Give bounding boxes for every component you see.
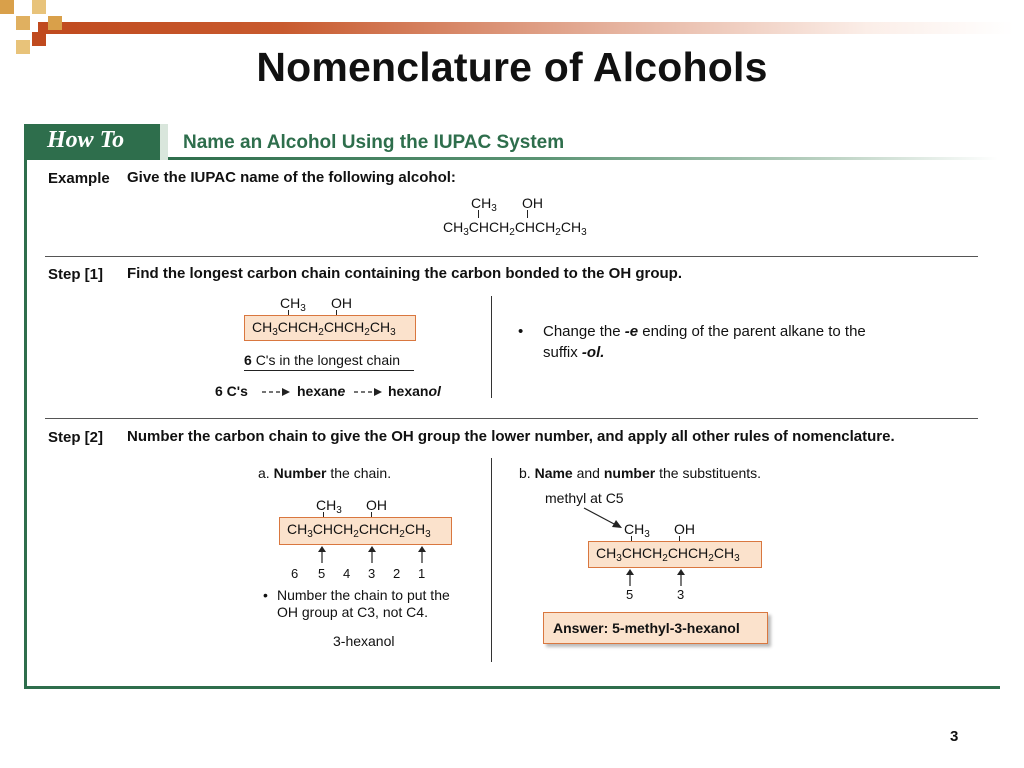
slide-title: Nomenclature of Alcohols xyxy=(256,44,768,90)
chain-number: 3 xyxy=(368,566,376,581)
chain-number: 6 xyxy=(291,566,299,581)
flow-mid: hexane xyxy=(297,383,346,399)
step2a-bullet-line1: Number the chain to put the xyxy=(277,587,450,603)
decoration-square xyxy=(0,0,14,14)
example-label: Example xyxy=(48,170,110,187)
chain-number: 3 xyxy=(677,587,685,602)
molecule-formula: CH3CHCH2CHCH2CH3 xyxy=(443,219,587,238)
arrow-up-icon xyxy=(418,546,426,563)
page-number: 3 xyxy=(950,728,959,745)
header-rule xyxy=(168,157,998,160)
bond-line xyxy=(371,512,372,520)
dashed-arrow-icon xyxy=(354,388,382,396)
answer-box: Answer: 5-methyl-3-hexanol xyxy=(543,612,768,644)
box-bottom-border xyxy=(24,686,1000,689)
box-left-border xyxy=(24,124,27,689)
howto-tab-label: How To xyxy=(47,127,125,153)
chain-number: 2 xyxy=(393,566,401,581)
arrow-up-icon xyxy=(318,546,326,563)
bullet-dot: • xyxy=(263,587,268,603)
decoration-square xyxy=(16,40,30,54)
molecule-oh-branch: OH xyxy=(674,521,695,537)
step1-column-divider xyxy=(491,296,492,398)
bond-line xyxy=(631,536,632,544)
howto-tab: How To xyxy=(25,124,164,160)
bond-line xyxy=(323,512,324,520)
divider xyxy=(45,418,978,419)
arrow-up-icon xyxy=(677,569,685,586)
decoration-square xyxy=(48,16,62,30)
title-decoration-bar xyxy=(38,22,1014,34)
methyl-annotation: methyl at C5 xyxy=(545,490,624,506)
chain-number: 5 xyxy=(318,566,326,581)
divider xyxy=(45,256,978,257)
molecule-formula: CH3CHCH2CHCH2CH3 xyxy=(596,545,740,564)
step2-label: Step [2] xyxy=(48,429,104,446)
molecule-oh-branch: OH xyxy=(366,497,387,513)
bullet-dot: • xyxy=(518,323,524,340)
step2-column-divider xyxy=(491,458,492,662)
step1-text: Find the longest carbon chain containing… xyxy=(127,265,682,282)
decoration-square xyxy=(32,0,46,14)
howto-notch xyxy=(160,124,168,160)
molecule-ch3-branch: CH3 xyxy=(471,195,497,214)
howto-title: Name an Alcohol Using the IUPAC System xyxy=(183,132,565,153)
molecule-ch3-branch: CH3 xyxy=(280,295,306,314)
bond-line xyxy=(527,210,528,218)
arrow-up-icon xyxy=(368,546,376,563)
step1-label: Step [1] xyxy=(48,266,104,283)
chain-number: 4 xyxy=(343,566,351,581)
step1-bullet-line2: suffix -ol. xyxy=(543,344,605,361)
step2a-heading: a. Number the chain. xyxy=(258,465,392,481)
molecule-ch3-branch: CH3 xyxy=(624,521,650,540)
bond-line xyxy=(478,210,479,218)
bond-line xyxy=(288,310,289,318)
chain-highlight-box xyxy=(279,517,452,545)
step2a-bullet-line2: OH group at C3, not C4. xyxy=(277,604,428,620)
decoration-square xyxy=(16,16,30,30)
chain-note-underline xyxy=(244,370,414,371)
chain-note: 6 C's in the longest chain xyxy=(244,352,401,368)
arrow-up-icon xyxy=(626,569,634,586)
molecule-oh-branch: OH xyxy=(522,195,543,211)
annotation-arrow-icon xyxy=(583,507,622,528)
flow-start: 6 C's xyxy=(215,383,248,399)
step2a-name: 3-hexanol xyxy=(333,633,395,649)
step2-text: Number the carbon chain to give the OH g… xyxy=(127,428,895,445)
answer-text: Answer: 5-methyl-3-hexanol xyxy=(553,620,740,636)
molecule-formula: CH3CHCH2CHCH2CH3 xyxy=(287,521,431,540)
chain-number: 1 xyxy=(418,566,426,581)
decoration-square xyxy=(32,32,46,46)
bond-line xyxy=(679,536,680,544)
flow-end: hexanol xyxy=(388,383,441,399)
chain-highlight-box xyxy=(244,315,416,341)
molecule-ch3-branch: CH3 xyxy=(316,497,342,516)
chain-number: 5 xyxy=(626,587,634,602)
chain-highlight-box xyxy=(588,541,762,568)
molecule-formula: CH3CHCH2CHCH2CH3 xyxy=(252,319,396,338)
dashed-arrow-icon xyxy=(262,388,290,396)
step2b-heading: b. Name and number the substituents. xyxy=(519,465,762,481)
molecule-oh-branch: OH xyxy=(331,295,352,311)
example-text: Give the IUPAC name of the following alc… xyxy=(127,169,456,186)
bond-line xyxy=(336,310,337,318)
step1-bullet-line1: Change the -e ending of the parent alkan… xyxy=(543,323,866,340)
